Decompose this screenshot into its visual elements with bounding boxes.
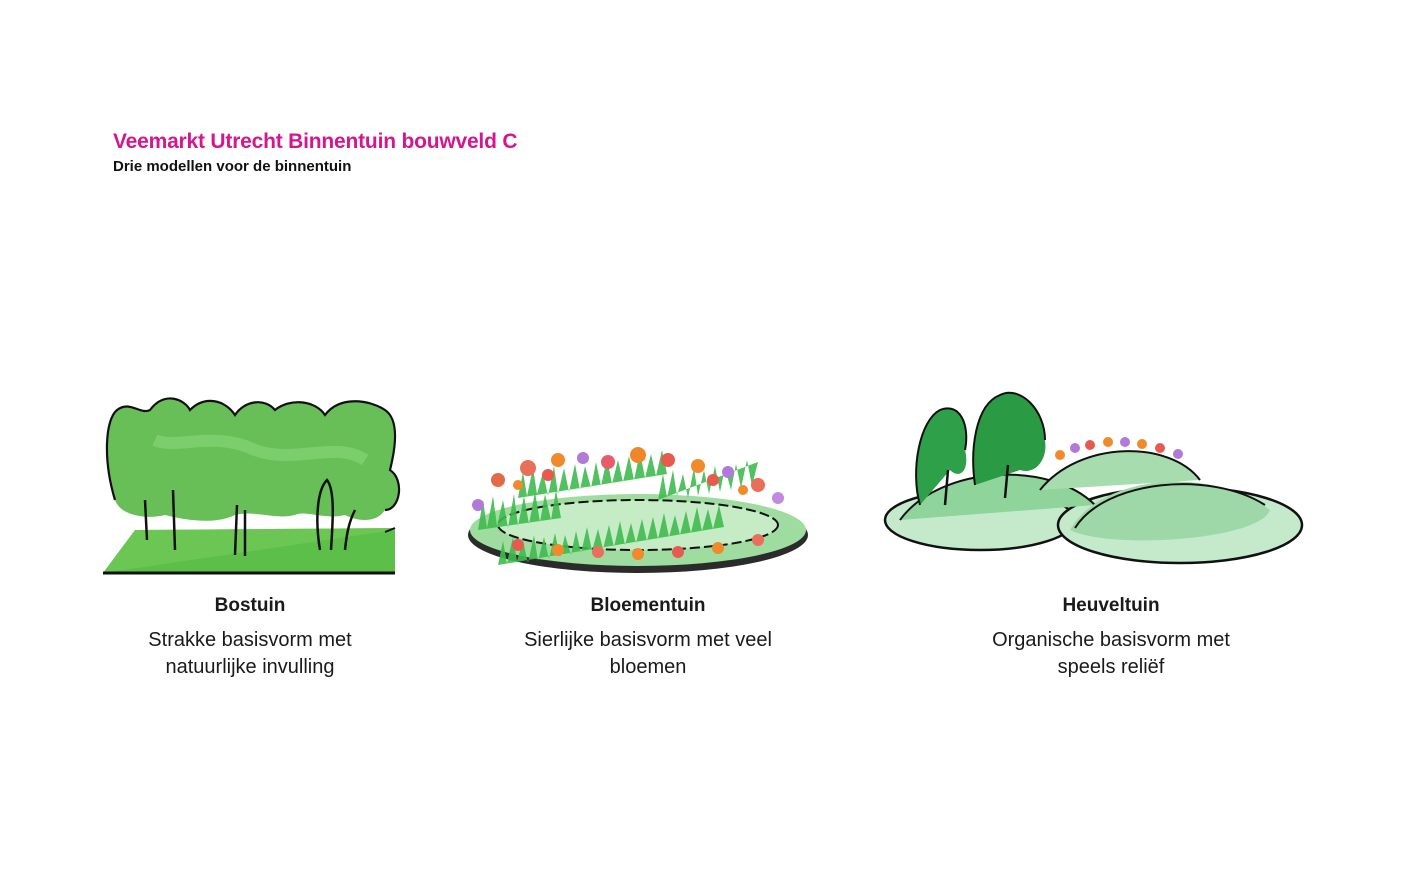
- model-caption-bloementuin: Bloementuin Sierlijke basisvorm met veel…: [478, 595, 818, 681]
- heuveltuin-illustration: [880, 380, 1304, 580]
- model-description-line1: Sierlijke basisvorm met veel: [524, 629, 772, 651]
- forest-garden-sketch-icon: [103, 397, 401, 575]
- hill-garden-sketch-icon: [883, 391, 1304, 565]
- model-caption-heuveltuin: Heuveltuin Organische basisvorm met spee…: [941, 595, 1281, 681]
- model-name: Heuveltuin: [1062, 595, 1160, 616]
- model-description-line1: Strakke basisvorm met: [148, 629, 352, 651]
- model-description-line2: natuurlijke invulling: [165, 656, 335, 678]
- model-description-line2: speels reliëf: [1057, 656, 1165, 678]
- page-title: Veemarkt Utrecht Binnentuin bouwveld C: [113, 130, 518, 153]
- model-description-line2: bloemen: [609, 656, 687, 678]
- model-name: Bloementuin: [590, 595, 706, 616]
- bostuin-illustration: [95, 380, 415, 580]
- model-name: Bostuin: [214, 595, 286, 616]
- model-description-line1: Organische basisvorm met: [992, 629, 1230, 651]
- bloementuin-illustration: [458, 380, 808, 580]
- flower-garden-sketch-icon: [468, 447, 808, 573]
- page-subtitle: Drie modellen voor de binnentuin: [113, 158, 352, 175]
- model-caption-bostuin: Bostuin Strakke basisvorm met natuurlijk…: [80, 595, 420, 681]
